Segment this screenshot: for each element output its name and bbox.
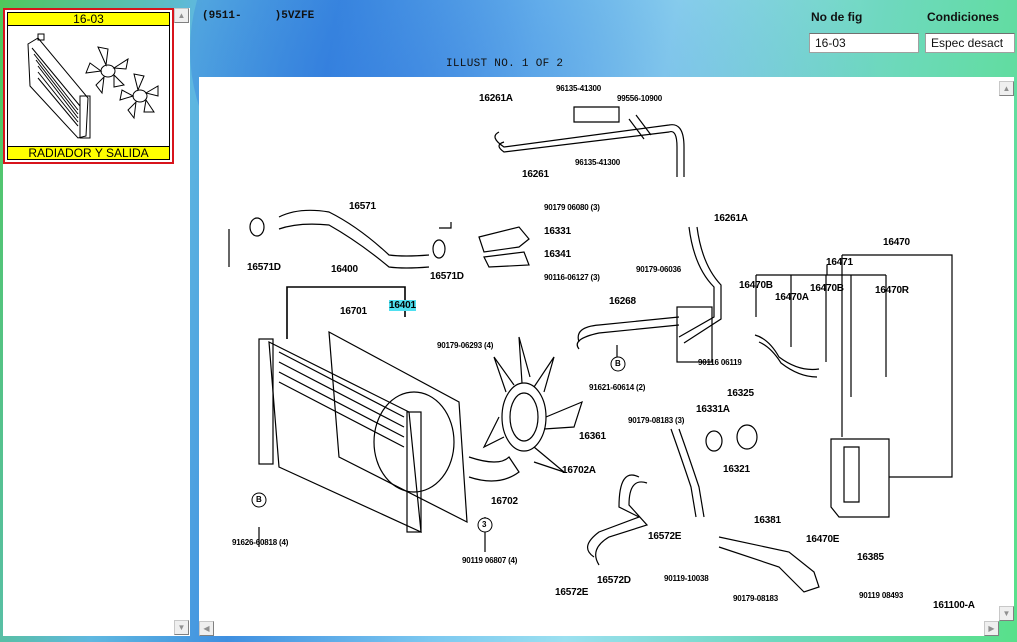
water-outlet <box>573 106 620 123</box>
part-label[interactable]: 16261A <box>479 93 513 104</box>
part-label[interactable]: 16470B <box>739 280 773 291</box>
part-label[interactable]: 96135-41300 <box>556 84 601 93</box>
illustration-number: ILLUST NO. 1 OF 2 <box>446 58 564 70</box>
figure-thumbnail-16-03[interactable]: 16-03 <box>3 8 174 164</box>
diagram-scroll-left-button[interactable]: ◀ <box>199 621 214 636</box>
diagram-horizontal-scrollbar[interactable]: ◀ ▶ <box>199 621 999 636</box>
part-label[interactable]: 16470R <box>875 285 909 296</box>
part-label[interactable]: 91626-60818 (4) <box>232 538 289 547</box>
diagram-scroll-down-button[interactable]: ▼ <box>999 606 1014 621</box>
part-label[interactable]: 16571D <box>247 262 281 273</box>
hose-16261 <box>494 124 685 177</box>
callout-label: 3 <box>482 520 487 529</box>
part-label[interactable]: 16701 <box>340 306 367 317</box>
part-label[interactable]: 16381 <box>754 515 781 526</box>
part-label[interactable]: 16321 <box>723 464 750 475</box>
part-label-selected[interactable]: 16401 <box>389 300 416 311</box>
conditions-field[interactable]: Espec desact <box>925 33 1015 53</box>
scroll-up-button[interactable]: ▲ <box>174 8 189 23</box>
part-label[interactable]: 16572E <box>555 587 589 598</box>
reservoir-16470 <box>830 438 890 518</box>
conditions-label: Condiciones <box>927 10 1000 24</box>
part-label[interactable]: 99556-10900 <box>617 94 662 103</box>
part-label[interactable]: 90119 06807 (4) <box>462 556 518 565</box>
part-label[interactable]: 90179-08183 (3) <box>628 416 685 425</box>
part-label[interactable]: 16385 <box>857 552 884 563</box>
part-label[interactable]: 16331A <box>696 404 730 415</box>
part-label[interactable]: 90179-06293 (4) <box>437 341 494 350</box>
part-label[interactable]: 16470E <box>806 534 840 545</box>
diagram-vertical-scrollbar[interactable]: ▲ ▼ <box>999 77 1014 621</box>
part-label[interactable]: 90116 06119 <box>698 358 742 367</box>
thumbnail-fig-number: 16-03 <box>7 12 170 26</box>
part-label[interactable]: 16470 <box>883 237 910 248</box>
fig-number-label: No de fig <box>811 10 863 24</box>
scroll-down-button[interactable]: ▼ <box>174 620 189 635</box>
part-label[interactable]: 16702 <box>491 496 518 507</box>
part-label[interactable]: 16331 <box>544 226 571 237</box>
part-label[interactable]: 91621-60614 (2) <box>589 383 646 392</box>
part-label[interactable]: 16702A <box>562 465 596 476</box>
fig-number-field[interactable]: 16-03 <box>809 33 919 53</box>
thumbnail-caption: RADIADOR Y SALIDA <box>7 146 170 160</box>
part-label[interactable]: 16261A <box>714 213 748 224</box>
part-label[interactable]: 16470B <box>810 283 844 294</box>
part-label[interactable]: 90179-08183 <box>733 594 778 603</box>
model-code: (9511- )5VZFE <box>202 10 315 22</box>
part-label[interactable]: 96135-41300 <box>575 158 620 167</box>
part-label[interactable]: 90119 08493 <box>859 591 904 600</box>
part-label[interactable]: 16571 <box>349 201 376 212</box>
part-label[interactable]: 16361 <box>579 431 606 442</box>
callout-b-right <box>610 356 626 372</box>
part-label[interactable]: 16572E <box>648 531 682 542</box>
part-label[interactable]: 16572D <box>597 575 631 586</box>
callout-3 <box>477 517 493 533</box>
callout-label: B <box>256 495 262 504</box>
diagram-scroll-up-button[interactable]: ▲ <box>999 81 1014 96</box>
part-label[interactable]: 90119-10038 <box>664 574 709 583</box>
part-label[interactable]: 90116-06127 (3) <box>544 273 600 282</box>
part-label[interactable]: 90179 06080 (3) <box>544 203 600 212</box>
fan-16361 <box>482 336 583 473</box>
leader-16470 <box>842 254 953 478</box>
part-label[interactable]: 16325 <box>727 388 754 399</box>
illustration-code: 161100-A <box>933 600 975 611</box>
part-label[interactable]: 16470A <box>775 292 809 303</box>
part-label[interactable]: 90179-06036 <box>636 265 681 274</box>
callout-b-left <box>251 492 267 508</box>
part-label[interactable]: 16471 <box>826 257 853 268</box>
radiator-fan-thumbnail-icon <box>7 26 170 146</box>
part-label[interactable]: 16571D <box>430 271 464 282</box>
part-label[interactable]: 16400 <box>331 264 358 275</box>
figure-list-panel: 16-03 <box>3 8 190 636</box>
part-label[interactable]: 16261 <box>522 169 549 180</box>
callout-label: B <box>615 359 621 368</box>
part-label[interactable]: 16341 <box>544 249 571 260</box>
part-label[interactable]: 16268 <box>609 296 636 307</box>
diagram-scroll-right-button[interactable]: ▶ <box>984 621 999 636</box>
parts-diagram: 16261A 96135-41300 99556-10900 96135-413… <box>199 77 999 621</box>
left-panel-vertical-scrollbar[interactable]: ▲ ▼ <box>174 8 189 636</box>
